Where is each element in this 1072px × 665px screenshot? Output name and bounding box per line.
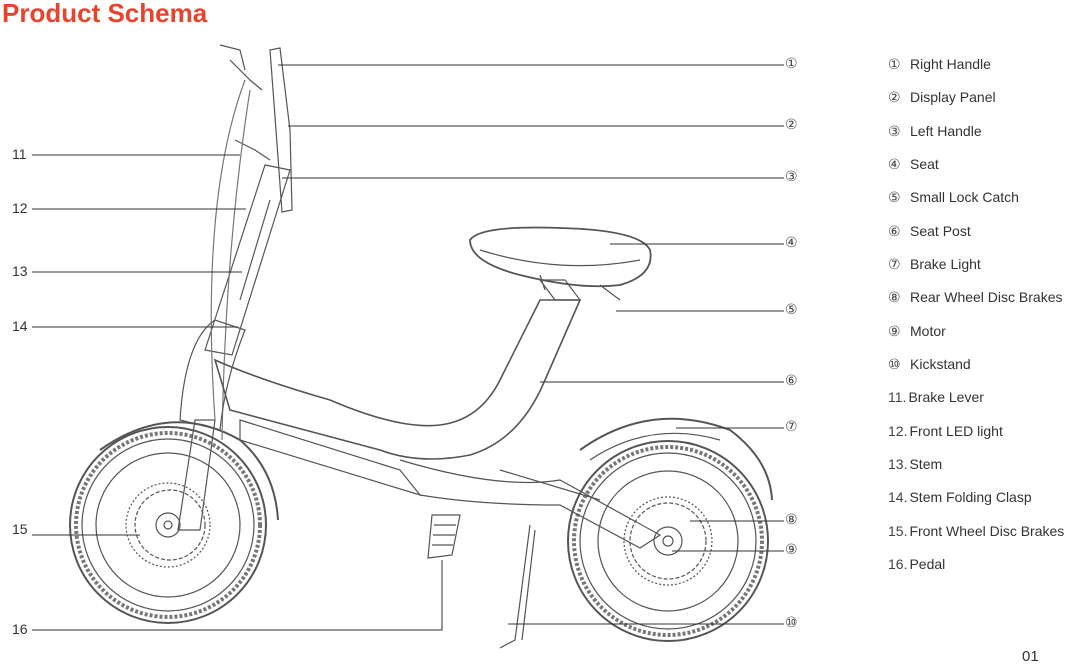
legend-marker: 12.	[888, 423, 908, 439]
legend-item: 13.Stem	[888, 456, 942, 472]
legend-label: Brake Lever	[908, 389, 984, 405]
legend-marker: ②	[888, 90, 901, 106]
callout-13: 13	[12, 263, 28, 279]
front-fender	[99, 421, 279, 521]
legend-item: ⑤ Small Lock Catch	[888, 189, 1019, 206]
legend-item: ④ Seat	[888, 156, 939, 173]
legend-marker: 14.	[888, 489, 908, 505]
legend-label: Right Handle	[910, 56, 991, 72]
legend-label: Kickstand	[910, 356, 971, 372]
legend-label: Seat Post	[910, 223, 971, 239]
legend-label: Front LED light	[909, 423, 1003, 439]
legend-item: ② Display Panel	[888, 89, 996, 106]
legend-label: Stem Folding Clasp	[909, 489, 1032, 505]
kickstand	[499, 524, 536, 649]
handlebar	[269, 47, 293, 213]
legend-item: 11.Brake Lever	[888, 389, 984, 405]
legend-marker: ④	[888, 157, 901, 173]
callout-14: 14	[12, 318, 28, 334]
legend-marker: ⑨	[888, 324, 901, 340]
legend-marker: ⑧	[888, 290, 901, 306]
legend-item: ⑦ Brake Light	[888, 256, 981, 273]
callout-8: ⑧	[785, 512, 798, 528]
callout-2: ②	[785, 117, 798, 133]
page-number: 01	[1022, 648, 1039, 665]
legend-marker: 11.	[888, 389, 907, 405]
legend-label: Left Handle	[910, 123, 982, 139]
head-tube	[179, 319, 246, 431]
legend-item: 16.Pedal	[888, 556, 945, 572]
callout-11: 11	[12, 146, 27, 162]
legend-label: Motor	[910, 323, 946, 339]
legend-item: ① Right Handle	[888, 56, 991, 73]
legend-item: 15.Front Wheel Disc Brakes	[888, 523, 1064, 539]
legend-marker: ⑤	[888, 190, 901, 206]
seat	[469, 226, 652, 288]
legend-label: Display Panel	[910, 89, 996, 105]
legend-marker: 13.	[888, 456, 908, 472]
page-title: Product Schema	[2, 0, 208, 28]
legend-marker: ⑦	[888, 257, 901, 273]
callout-7: ⑦	[785, 419, 798, 435]
leader-lines	[32, 64, 784, 631]
callout-16: 16	[12, 621, 28, 637]
legend-item: ⑥ Seat Post	[888, 223, 971, 240]
legend-marker: ⑩	[888, 357, 901, 373]
legend-label: Stem	[909, 456, 943, 472]
callout-10: ⑩	[785, 615, 798, 631]
legend-marker: ③	[888, 124, 901, 140]
callout-5: ⑤	[785, 302, 798, 318]
legend-label: Pedal	[909, 556, 946, 572]
legend-label: Front Wheel Disc Brakes	[909, 523, 1065, 539]
main-frame	[213, 299, 582, 460]
legend-item: ⑨ Motor	[888, 323, 946, 340]
callout-3: ③	[785, 169, 798, 185]
legend-item: 14.Stem Folding Clasp	[888, 489, 1032, 505]
legend-item: ⑩ Kickstand	[888, 356, 971, 373]
callout-15: 15	[12, 521, 28, 537]
legend-marker: ⑥	[888, 224, 901, 240]
legend-marker: 16.	[888, 556, 908, 572]
legend-marker: 15.	[888, 523, 908, 539]
front-wheel	[69, 426, 267, 624]
scooter-drawing	[69, 44, 773, 649]
callout-4: ④	[785, 235, 798, 251]
rear-wheel	[567, 440, 769, 642]
pedal	[427, 514, 461, 559]
legend-label: Small Lock Catch	[910, 189, 1019, 205]
callout-12: 12	[12, 200, 28, 216]
callout-9: ⑨	[785, 542, 798, 558]
stem-tube	[204, 164, 291, 356]
legend-label: Rear Wheel Disc Brakes	[910, 289, 1063, 305]
legend-label: Seat	[910, 156, 939, 172]
legend-item: 12.Front LED light	[888, 423, 1003, 439]
legend-item: ③ Left Handle	[888, 123, 982, 140]
legend-label: Brake Light	[910, 256, 981, 272]
legend-item: ⑧ Rear Wheel Disc Brakes	[888, 289, 1063, 306]
seat-post	[538, 279, 582, 301]
legend-marker: ①	[888, 57, 901, 73]
callout-6: ⑥	[785, 373, 798, 389]
callout-1: ①	[785, 56, 798, 72]
